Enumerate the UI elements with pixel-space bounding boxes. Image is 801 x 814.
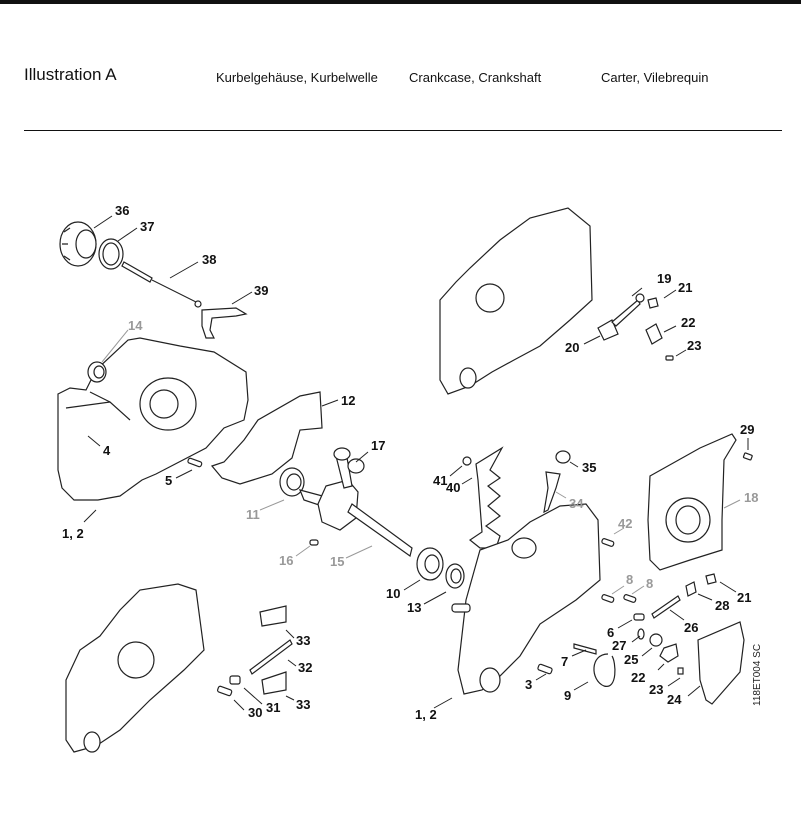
part-cover-plate-24 xyxy=(697,621,745,705)
callout-1-2-right: 1, 2 xyxy=(415,707,437,722)
part-crankcase-right xyxy=(451,503,601,695)
part-bolt-32 xyxy=(249,639,293,675)
callout-37: 37 xyxy=(140,219,154,234)
part-screw-42 xyxy=(601,538,615,547)
part-bracket xyxy=(201,307,248,339)
title-german: Kurbelgehäuse, Kurbelwelle xyxy=(216,70,378,85)
callout-4: 4 xyxy=(103,443,111,458)
callout-22-bottom: 22 xyxy=(631,670,645,685)
callout-19: 19 xyxy=(657,271,671,286)
callout-28: 28 xyxy=(715,598,729,613)
callout-24: 24 xyxy=(667,692,682,707)
callout-18: 18 xyxy=(744,490,758,505)
part-stud-8b xyxy=(623,594,637,603)
part-nut-31 xyxy=(229,675,241,685)
callout-25: 25 xyxy=(624,652,638,667)
callout-32: 32 xyxy=(298,660,312,675)
callout-31: 31 xyxy=(266,700,280,715)
callout-41: 41 xyxy=(433,473,447,488)
callout-10: 10 xyxy=(386,586,400,601)
callout-13: 13 xyxy=(407,600,421,615)
callout-1-2-left: 1, 2 xyxy=(62,526,84,541)
top-border xyxy=(0,0,801,4)
part-clip-21 xyxy=(705,573,717,585)
part-crankcase-top-view xyxy=(439,207,593,395)
callout-14: 14 xyxy=(128,318,143,333)
part-plate-33b xyxy=(261,671,287,695)
part-oil-seal-14 xyxy=(87,361,107,383)
part-gear-25 xyxy=(649,633,663,647)
callout-7: 7 xyxy=(561,654,568,669)
callout-27: 27 xyxy=(612,638,626,653)
callout-30: 30 xyxy=(248,705,262,720)
callout-9: 9 xyxy=(564,688,571,703)
part-pin-16 xyxy=(309,539,319,546)
part-crankcase-left xyxy=(57,337,249,501)
callout-5: 5 xyxy=(165,473,172,488)
callout-33-a: 33 xyxy=(296,633,310,648)
callout-6: 6 xyxy=(607,625,614,640)
callout-23-bottom: 23 xyxy=(649,682,663,697)
callout-21-top: 21 xyxy=(678,280,692,295)
part-sprocket-cover xyxy=(647,433,753,571)
part-plate-22 xyxy=(659,643,679,663)
part-gasket xyxy=(210,391,323,485)
title-english: Crankcase, Crankshaft xyxy=(409,70,542,85)
callout-17: 17 xyxy=(371,438,385,453)
part-o-ring-27 xyxy=(637,628,645,640)
part-crankcase-bottom-left xyxy=(65,583,205,753)
callout-26: 26 xyxy=(684,620,698,635)
part-sleeve-6 xyxy=(633,613,645,621)
part-ball-bearing-11 xyxy=(279,467,305,497)
callout-22-top: 22 xyxy=(681,315,695,330)
leader-lines xyxy=(83,215,749,711)
part-seal-ring xyxy=(98,238,124,270)
illustration-title: Illustration A xyxy=(24,65,117,84)
part-stud-8a xyxy=(601,594,615,603)
part-hookup-ring-9 xyxy=(593,653,616,687)
part-pickup-tube xyxy=(121,261,202,308)
callout-42: 42 xyxy=(618,516,632,531)
part-pin-5 xyxy=(187,457,203,468)
callout-38: 38 xyxy=(202,252,216,267)
callout-29: 29 xyxy=(740,422,754,437)
part-annular-buffer xyxy=(543,450,571,514)
callout-33-b: 33 xyxy=(296,697,310,712)
callout-23-top: 23 xyxy=(687,338,701,353)
part-bracket-28 xyxy=(685,581,697,597)
callout-3: 3 xyxy=(525,677,532,692)
part-screw-26 xyxy=(651,595,681,619)
part-ball-bearing-10 xyxy=(416,547,444,581)
callout-11: 11 xyxy=(246,507,260,522)
callout-21-bottom: 21 xyxy=(737,590,751,605)
callout-40: 40 xyxy=(446,480,460,495)
callout-39: 39 xyxy=(254,283,268,298)
callout-12: 12 xyxy=(341,393,355,408)
part-crankshaft xyxy=(298,447,413,557)
part-screw-23 xyxy=(677,667,684,675)
callout-36: 36 xyxy=(115,203,129,218)
part-bumper-spike xyxy=(468,446,504,549)
callout-15: 15 xyxy=(330,554,344,569)
title-french: Carter, Vilebrequin xyxy=(601,70,709,85)
drawing-code: 118ET004 SC xyxy=(752,643,763,706)
part-stud-7 xyxy=(573,643,597,655)
part-nut-41 xyxy=(462,456,472,466)
callout-20: 20 xyxy=(565,340,579,355)
header-rule xyxy=(24,130,782,131)
callout-35: 35 xyxy=(582,460,596,475)
callout-8-a: 8 xyxy=(626,572,633,587)
callout-16: 16 xyxy=(279,553,293,568)
part-needle-cage xyxy=(347,458,365,474)
part-plate-33a xyxy=(259,605,287,627)
part-oil-cap xyxy=(59,221,97,267)
part-oil-pump-group-top xyxy=(597,293,674,361)
part-screw-3 xyxy=(537,663,553,675)
callout-34: 34 xyxy=(569,496,584,511)
callout-8-b: 8 xyxy=(646,576,653,591)
part-screw-30 xyxy=(217,685,233,697)
part-oil-seal-13 xyxy=(445,563,465,589)
